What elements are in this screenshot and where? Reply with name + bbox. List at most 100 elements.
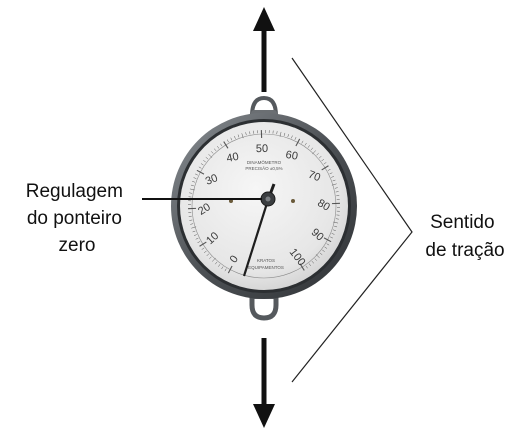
minor-tick [201,247,205,250]
minor-tick [334,187,338,189]
major-tick [299,263,305,271]
minor-tick [283,132,286,136]
major-tick [321,165,329,171]
dial-number: 20 [196,201,213,218]
minor-tick [211,151,214,154]
dial-number: 40 [226,151,240,165]
minor-tick [191,226,197,229]
minor-tick [305,265,308,269]
minor-tick [193,234,197,236]
dial-number: 30 [204,172,220,188]
minor-tick [226,139,229,143]
minor-tick [310,147,314,151]
minor-tick [189,219,193,221]
minor-tick [316,153,319,156]
minor-tick [190,223,194,225]
svg-text:PRECISÃO ±0,5%: PRECISÃO ±0,5% [245,165,282,171]
minor-tick [220,143,223,147]
minor-tick [307,145,310,148]
minor-tick [323,162,327,165]
minor-tick [279,131,282,137]
minor-tick [334,225,338,228]
dial-scale [188,130,340,274]
major-tick [199,241,207,247]
top-arrow [253,7,275,92]
major-tick [196,169,205,175]
minor-tick [332,229,336,231]
major-tick [295,138,301,147]
minor-tick [193,177,197,179]
dial-number: 80 [315,197,332,214]
minor-tick [321,159,325,162]
minor-tick [203,160,206,163]
minor-tick [276,131,278,135]
minor-tick [230,137,233,141]
bottom-arrow [253,338,275,428]
dial-number: 70 [306,169,322,185]
minor-tick [291,135,293,139]
minor-tick [224,268,227,272]
minor-tick [331,176,335,178]
zero-adjust-label: Regulagem do ponteiro zero [26,181,128,256]
dial-number: 60 [285,149,299,163]
minor-tick [318,155,322,159]
minor-tick [214,261,218,265]
minor-tick [330,236,333,239]
minor-tick [327,168,331,171]
minor-tick [208,153,213,158]
direction-label: Sentido de tração [425,212,504,261]
svg-text:KRATOS: KRATOS [257,258,275,263]
minor-tick [192,181,196,183]
minor-tick [189,192,193,194]
minor-tick [206,253,210,257]
minor-tick [241,133,244,139]
minor-tick [312,150,317,155]
minor-tick [190,184,194,187]
minor-tick [322,249,325,252]
minor-tick [332,179,336,182]
minor-tick [329,172,333,175]
minor-tick [200,163,204,166]
minor-tick [333,221,339,224]
minor-tick [234,135,236,139]
minor-tick [198,166,202,169]
minor-tick [287,134,289,138]
minor-tick [203,250,207,253]
minor-tick [195,237,199,240]
svg-text:DINAMÔMETRO: DINAMÔMETRO [247,159,282,165]
svg-text:EQUIPAMENTOS: EQUIPAMENTOS [248,265,284,270]
direction-bracket [291,57,413,383]
dial-number: 50 [256,143,268,155]
minor-tick [192,230,196,233]
minor-tick [197,241,201,244]
minor-tick [335,218,339,220]
minor-tick [189,188,195,191]
minor-tick [195,173,198,176]
major-tick [223,141,229,149]
minor-tick [211,257,216,262]
minor-tick [221,266,224,270]
minor-tick [331,233,335,235]
minor-tick [249,131,251,135]
minor-tick [335,191,339,193]
minor-tick [326,243,330,246]
minor-tick [315,254,320,259]
minor-tick [245,132,247,136]
minor-tick [324,246,328,249]
minor-tick [301,140,304,144]
minor-tick [218,264,221,267]
minor-tick [209,256,212,259]
minor-tick [213,148,217,152]
minor-tick [314,258,317,261]
minor-tick [304,142,307,146]
minor-tick [308,263,311,267]
minor-tick [237,134,240,138]
minor-tick [331,183,337,186]
major-tick [227,265,233,274]
minor-tick [205,156,209,160]
minor-tick [217,145,220,149]
major-tick [323,237,332,243]
minor-tick [319,252,323,256]
